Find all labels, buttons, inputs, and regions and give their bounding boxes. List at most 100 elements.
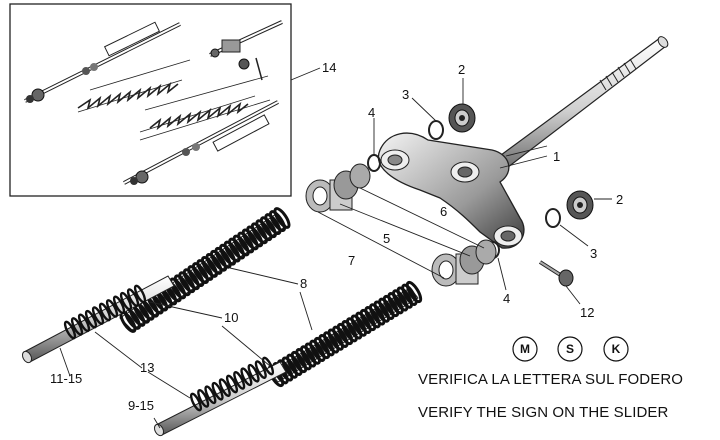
nut-lower xyxy=(566,190,594,220)
callout-8: 8 xyxy=(300,276,307,291)
spring-coil xyxy=(359,308,377,332)
inset-top-mechanism xyxy=(209,20,283,81)
spring-coil xyxy=(281,356,298,379)
spring-coil xyxy=(233,371,246,390)
damper-rod-lower xyxy=(153,356,287,437)
spring-coil xyxy=(210,249,228,272)
callout-9-15: 9-15 xyxy=(128,398,154,413)
spring-coil xyxy=(77,313,91,333)
spring-coil xyxy=(346,317,363,340)
spring-coil xyxy=(173,274,191,297)
spring-coil xyxy=(211,381,224,401)
callout-10: 10 xyxy=(224,310,238,325)
spring-coil xyxy=(232,234,250,257)
spring-coil xyxy=(192,262,209,284)
callout-3-bottom: 3 xyxy=(590,246,597,261)
spring-coil xyxy=(254,360,267,379)
note-english: VERIFY THE SIGN ON THE SLIDER xyxy=(418,404,669,421)
callout-2-top: 2 xyxy=(458,62,465,77)
bolt xyxy=(538,260,574,287)
note-italian: VERIFICA LA LETTERA SUL FODERO xyxy=(418,371,684,388)
spring-coil xyxy=(261,356,275,376)
callout-1: 1 xyxy=(553,149,560,164)
spring-coil xyxy=(264,213,282,235)
spring-coil xyxy=(401,283,418,306)
spring-coil xyxy=(112,295,126,315)
fork-crown xyxy=(377,132,525,249)
svg-text:K: K xyxy=(612,342,621,356)
spring-coil xyxy=(196,259,214,281)
callout-4-bottom: 4 xyxy=(503,291,510,306)
spring-coil xyxy=(189,392,203,412)
badge-m: M xyxy=(512,336,538,362)
spring-coil xyxy=(91,306,105,325)
svg-text:S: S xyxy=(566,342,574,356)
spring-coil xyxy=(241,228,259,251)
spring-coil xyxy=(237,231,255,254)
spring-coil xyxy=(63,320,77,340)
callout-5: 5 xyxy=(383,231,390,246)
ring-upper xyxy=(367,154,381,172)
spring-coil xyxy=(309,339,326,362)
spring-coil xyxy=(392,289,409,312)
spring-coil xyxy=(290,350,308,374)
spring-coil xyxy=(364,306,381,329)
stem-thread xyxy=(599,58,637,91)
callout-3-top: 3 xyxy=(402,87,409,102)
spring-coil xyxy=(182,268,200,291)
callout-14: 14 xyxy=(322,60,336,75)
svg-text:M: M xyxy=(520,342,530,356)
spring-coil xyxy=(84,309,98,329)
callout-6: 6 xyxy=(440,204,447,219)
spring-coil xyxy=(387,292,404,315)
o-ring-lower xyxy=(545,208,561,228)
bushing-set-upper xyxy=(305,163,371,213)
spring-coil xyxy=(247,363,260,383)
spring-coil xyxy=(273,207,291,229)
spring-coil xyxy=(382,294,400,318)
spring-coil xyxy=(300,345,317,368)
spring-coil xyxy=(225,374,239,394)
spring-coil xyxy=(204,385,217,405)
spring-coil xyxy=(228,237,246,260)
inset-detail-box xyxy=(9,3,292,197)
leader-lines xyxy=(59,67,612,429)
spring-coil xyxy=(98,302,112,322)
spring-coil xyxy=(313,336,331,360)
bushing-set-lower xyxy=(431,239,497,287)
spring-coil xyxy=(323,331,340,354)
spring-coil xyxy=(214,246,232,269)
spring-coil xyxy=(318,334,335,357)
spring-coil xyxy=(169,277,187,300)
spring-coil xyxy=(240,367,253,387)
callout-13: 13 xyxy=(140,360,154,375)
inset-upper-spring xyxy=(77,59,191,113)
spring-coil xyxy=(187,265,205,287)
damper-rod-upper xyxy=(21,275,175,364)
lower-spring xyxy=(267,280,423,388)
spring-coil xyxy=(350,314,367,337)
spring-coil xyxy=(336,322,354,346)
spring-coil xyxy=(373,300,390,323)
inset-lower-rod xyxy=(123,99,279,185)
spring-coil xyxy=(250,222,268,245)
spring-coil xyxy=(133,284,147,304)
letter-badges: M S K xyxy=(512,336,629,362)
spring-coil xyxy=(70,317,84,336)
badge-s: S xyxy=(557,336,583,362)
spring-coil xyxy=(201,256,218,278)
spring-coil xyxy=(369,303,386,326)
spring-coil xyxy=(378,297,395,320)
callout-11-15: 11-15 xyxy=(50,371,82,386)
badge-k: K xyxy=(603,336,629,362)
nut-upper xyxy=(448,103,476,133)
spring-coil xyxy=(259,216,277,239)
spring-coil xyxy=(396,286,413,309)
spring-coil xyxy=(304,342,321,365)
inset-upper-rod xyxy=(24,21,181,103)
callout-12: 12 xyxy=(580,305,594,320)
spring-coil xyxy=(223,240,241,263)
spring-coil xyxy=(269,210,286,232)
callout-7: 7 xyxy=(348,253,355,268)
